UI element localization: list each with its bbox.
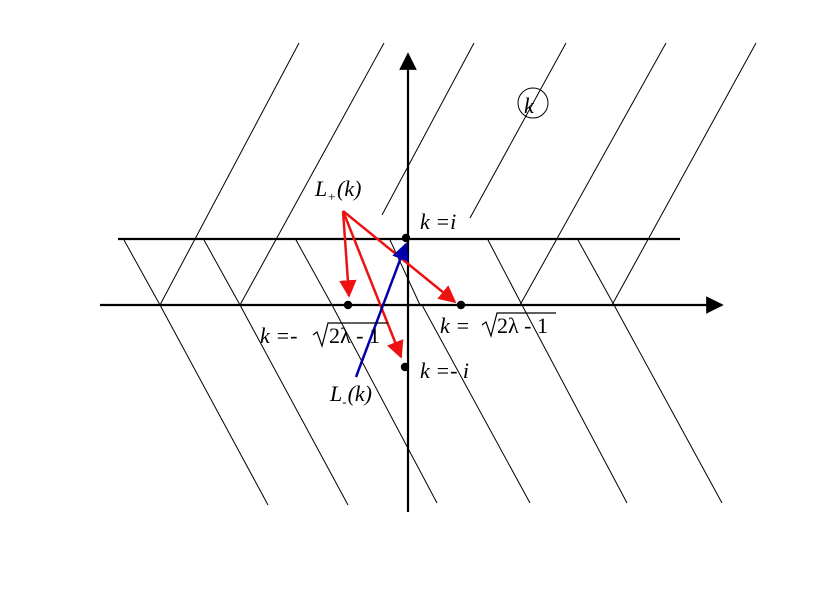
upper-hatching [159, 42, 757, 306]
point-minus-i-label: k =- i [420, 358, 469, 383]
point-pos-radicand: 2λ - 1 [497, 313, 548, 338]
l-minus-symbol: L [329, 381, 342, 406]
point-pos-radical [481, 312, 556, 339]
point-neg-lhs: k =- [260, 323, 297, 348]
point-minus-i-dot [400, 362, 410, 372]
l-minus-arrow [354, 242, 409, 378]
point-pos-lhs: k = [440, 313, 470, 338]
l-plus-argument: (k) [337, 176, 361, 201]
point-neg-radicand: 2λ - 1 [329, 323, 380, 348]
l-minus-argument: (k) [348, 381, 372, 406]
l-plus-symbol: L [314, 176, 327, 201]
point-i-label: k =i [420, 209, 456, 234]
l-plus-label: L+(k) [314, 176, 361, 204]
plane-label: k [524, 93, 535, 118]
point-pos-dot [456, 300, 466, 310]
l-minus-subscript: - [342, 394, 346, 409]
l-minus-label: L-(k) [329, 381, 372, 409]
plane-label-circle [517, 87, 549, 119]
arrow-to-neg-root [339, 210, 357, 298]
point-pos-label: k = 2λ - 1 [440, 312, 556, 339]
strip-hatching [123, 239, 615, 306]
point-neg-label: k =- 2λ - 1 [260, 322, 388, 349]
lower-hatching [159, 304, 723, 506]
point-neg-dot [343, 300, 353, 310]
point-neg-radical [312, 322, 388, 349]
l-plus-subscript: + [327, 189, 336, 204]
point-i-dot [401, 233, 411, 243]
arrow-to-minus-i [341, 210, 404, 359]
